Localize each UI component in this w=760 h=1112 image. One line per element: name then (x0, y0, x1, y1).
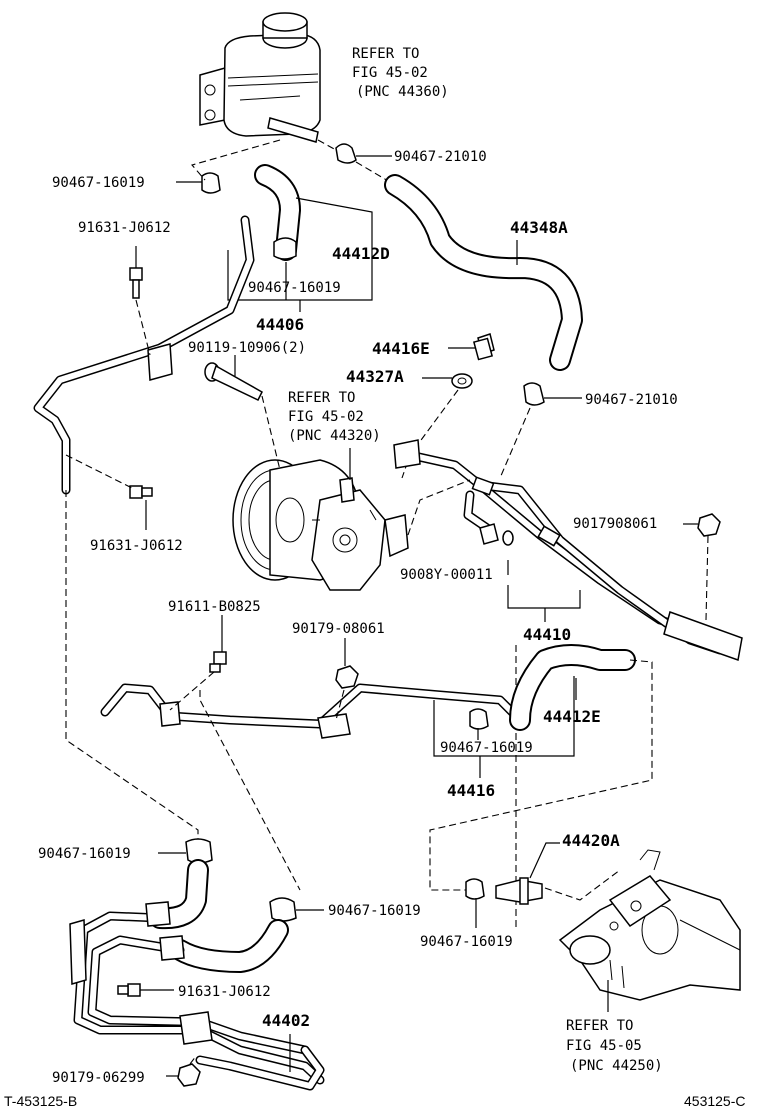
clamp-90467-16019-e[interactable] (269, 897, 297, 922)
pipe-44402-brackets (69, 901, 213, 1045)
return-pipe-brackets (159, 701, 351, 739)
label-44402: 44402 (262, 1011, 310, 1030)
clamp-90467-16019-b[interactable] (273, 237, 297, 260)
clamp-90467-16019-f[interactable] (465, 878, 485, 900)
bolt-44416e[interactable] (472, 333, 495, 361)
reservoir-tank (199, 12, 321, 143)
label-44348a: 44348A (510, 218, 568, 237)
bolt-91611-b0825[interactable] (209, 651, 227, 673)
label-90467-16019-c: 90467-16019 (440, 740, 533, 756)
bolt-90119-10906[interactable] (204, 362, 263, 401)
refer-pump-line2: FIG 45-02 (288, 409, 364, 425)
gasket-44327a[interactable] (451, 373, 473, 389)
refer-rack-line2: FIG 45-05 (566, 1038, 642, 1054)
nut-9017908061[interactable] (697, 513, 721, 537)
label-90467-16019-e: 90467-16019 (328, 903, 421, 919)
pipe-44402[interactable] (73, 911, 325, 1091)
pipe-fitting-top (393, 439, 743, 661)
label-90467-21010-top: 90467-21010 (394, 149, 487, 165)
oring-9008y-00011[interactable] (502, 530, 514, 546)
label-44410: 44410 (523, 625, 571, 644)
label-44406: 44406 (256, 315, 304, 334)
return-pipe-44416[interactable] (100, 683, 525, 729)
label-44420a: 44420A (562, 831, 620, 850)
hose-44348a[interactable] (384, 174, 583, 371)
label-90467-16019-b: 90467-16019 (248, 280, 341, 296)
label-90467-21010-mid: 90467-21010 (585, 392, 678, 408)
refer-rack-line3: (PNC 44250) (570, 1058, 663, 1074)
label-90119-10906: 90119-10906(2) (188, 340, 306, 356)
label-44416: 44416 (447, 781, 495, 800)
pipe-44406[interactable] (33, 215, 255, 495)
pipe-fitting-end (479, 523, 499, 545)
union-44420a[interactable] (495, 877, 543, 905)
label-91631-j0612-a: 91631-J0612 (78, 220, 171, 236)
label-91611-b0825: 91611-B0825 (168, 599, 261, 615)
label-44412e: 44412E (543, 707, 601, 726)
clamp-90467-21010-mid[interactable] (523, 382, 545, 406)
refer-reservoir-line1: REFER TO (352, 46, 419, 62)
nut-90179-08061[interactable] (335, 665, 359, 689)
label-90467-16019-a: 90467-16019 (52, 175, 145, 191)
clamp-90467-16019-a[interactable] (176, 172, 221, 194)
label-44416e: 44416E (372, 339, 430, 358)
nut-90179-06299[interactable] (177, 1063, 201, 1087)
label-90179-08061: 90179-08061 (292, 621, 385, 637)
clamp-90467-21010-top[interactable] (335, 143, 392, 164)
refer-rack-line1: REFER TO (566, 1018, 633, 1034)
hose-44412e[interactable] (509, 644, 636, 731)
power-steering-pump (232, 459, 409, 591)
refer-pump-line1: REFER TO (288, 390, 355, 406)
label-44327a: 44327A (346, 367, 404, 386)
bolt-91631-j0612-a[interactable] (129, 267, 143, 299)
pipe-bracket-upper (147, 343, 173, 381)
clamp-90467-16019-c[interactable] (469, 708, 489, 730)
label-90467-16019-f: 90467-16019 (420, 934, 513, 950)
footer-right-code: 453125-C (684, 1093, 746, 1109)
footer-left-code: T-453125-B (4, 1093, 77, 1109)
label-91631-j0612-c: 91631-J0612 (178, 984, 271, 1000)
label-44412d: 44412D (332, 244, 390, 263)
bolt-91631-j0612-c[interactable] (117, 983, 141, 997)
label-9017908061: 9017908061 (573, 516, 657, 532)
hose-44412d[interactable] (254, 164, 301, 261)
label-90467-16019-d: 90467-16019 (38, 846, 131, 862)
label-9008y-00011: 9008Y-00011 (400, 567, 493, 583)
refer-reservoir-line3: (PNC 44360) (356, 84, 449, 100)
steering-rack (558, 849, 741, 1001)
label-91631-j0612-b: 91631-J0612 (90, 538, 183, 554)
refer-reservoir-line2: FIG 45-02 (352, 65, 428, 81)
label-90179-06299: 90179-06299 (52, 1070, 145, 1086)
bolt-91631-j0612-b[interactable] (129, 485, 153, 499)
refer-pump-line3: (PNC 44320) (288, 428, 381, 444)
